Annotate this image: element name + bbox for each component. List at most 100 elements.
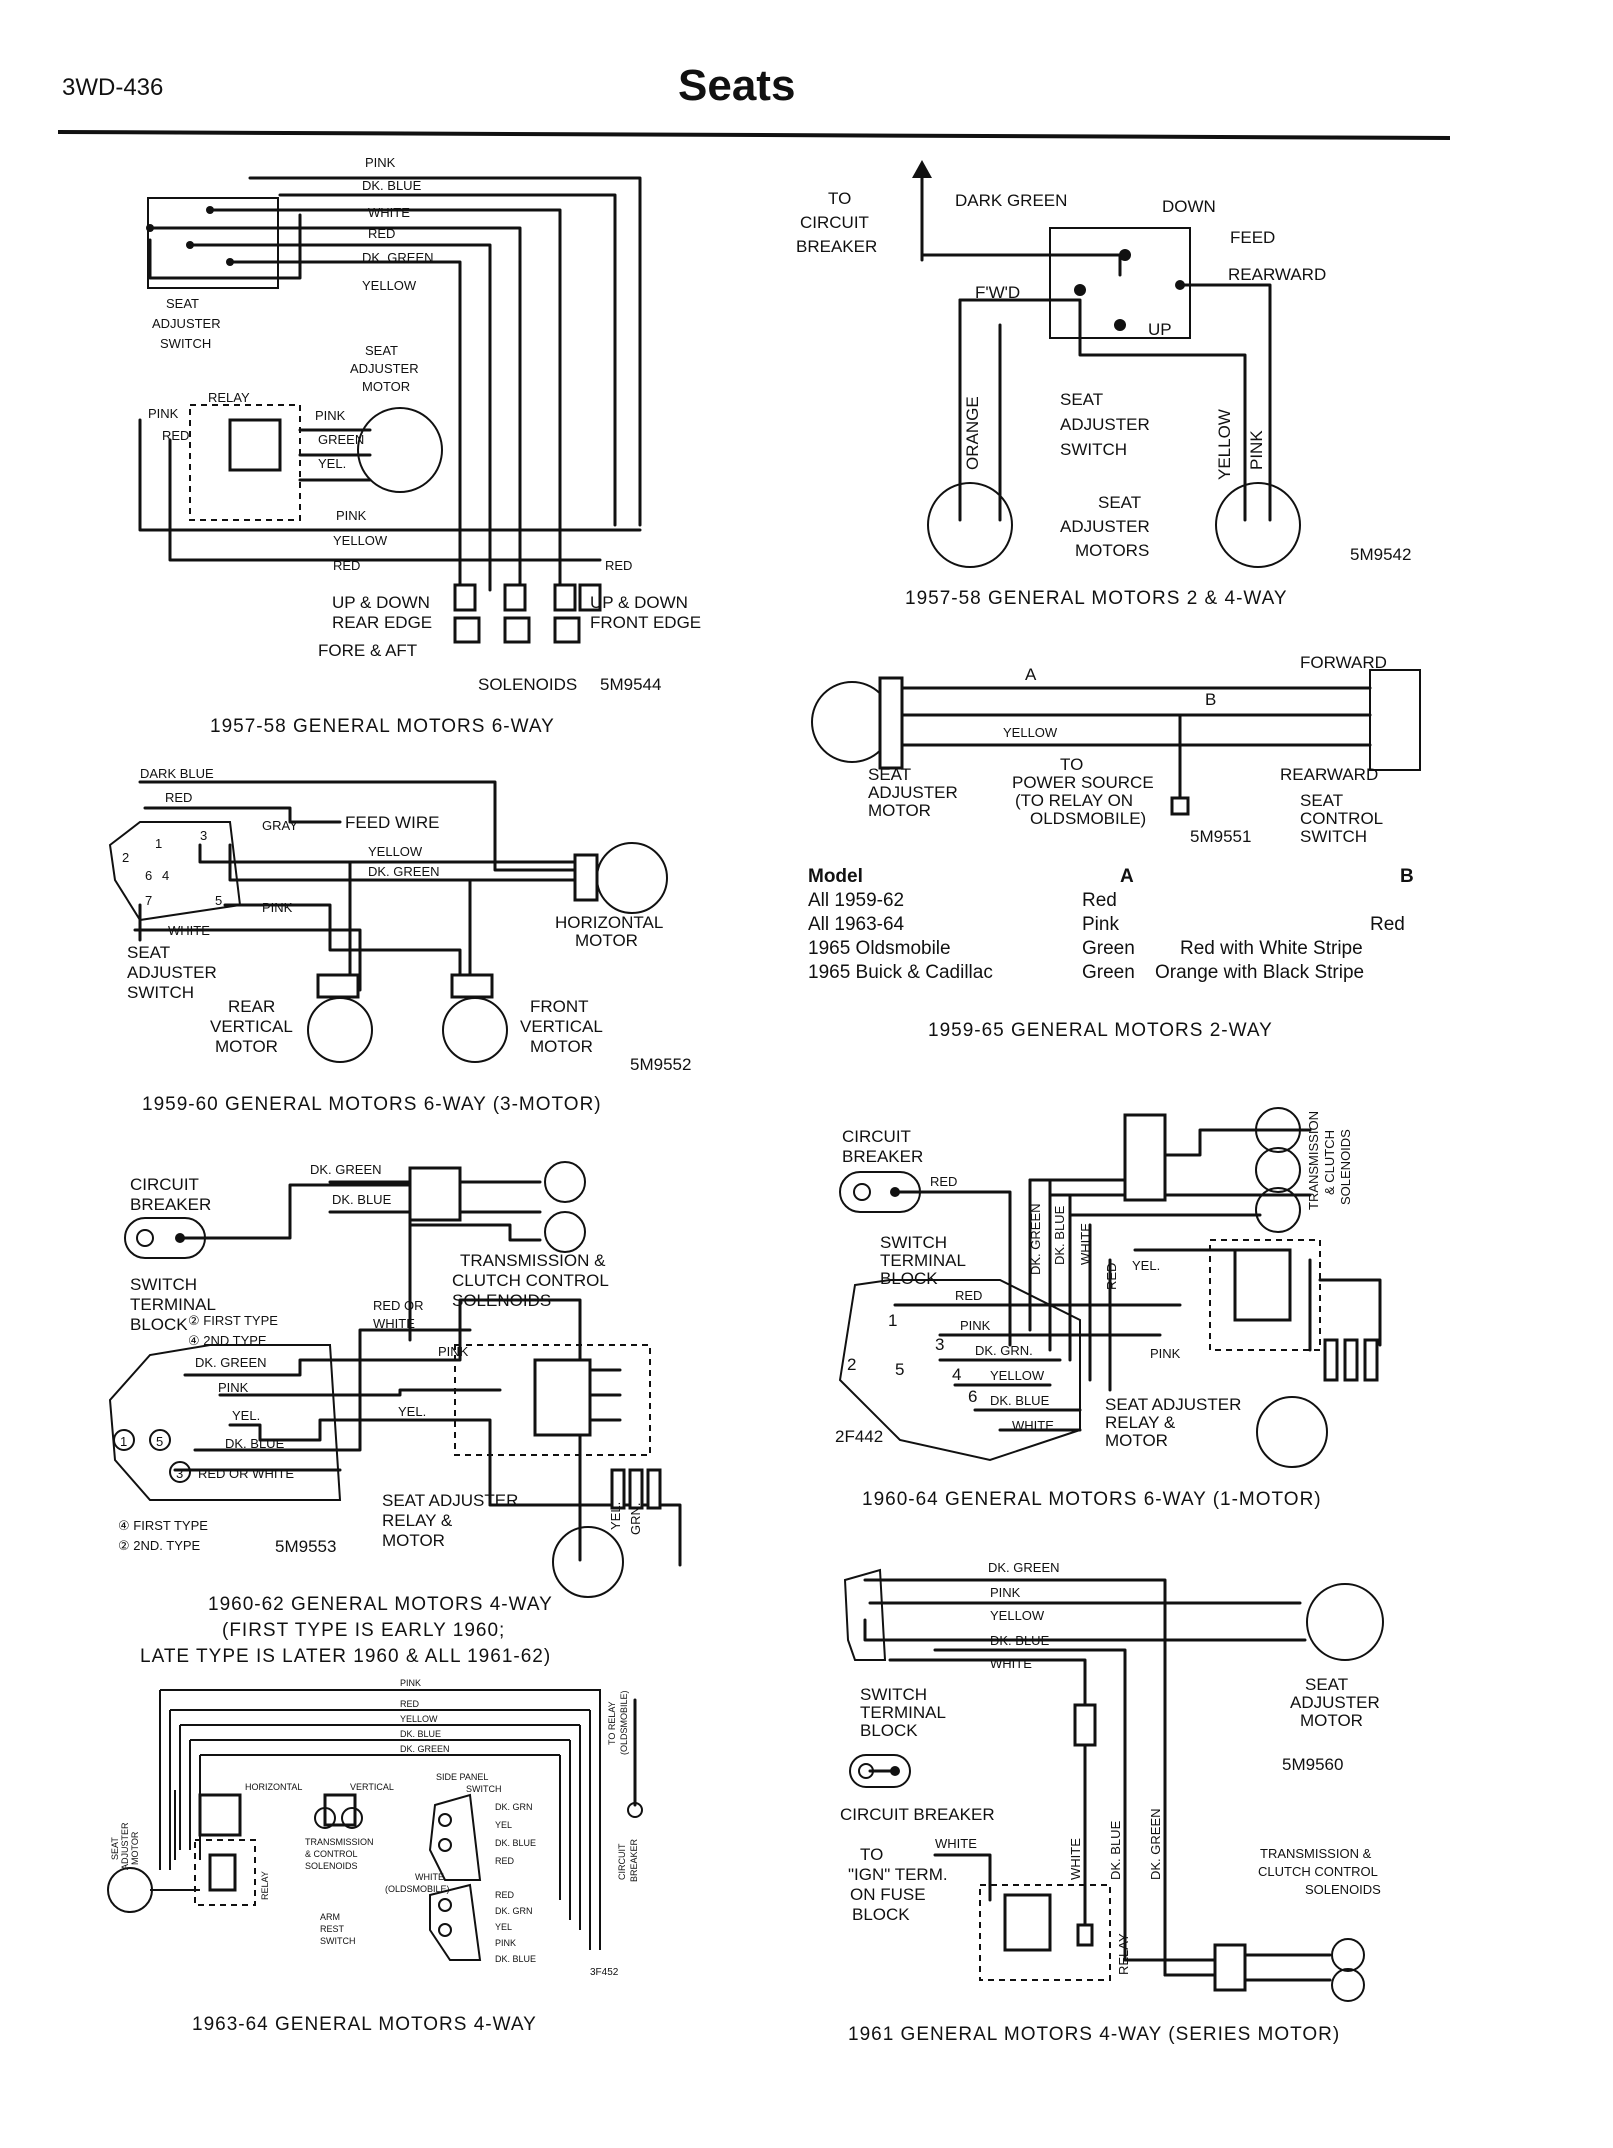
d7-dkgreen: DK. GREEN — [988, 1560, 1060, 1575]
d5-solenoid-block — [1123, 1113, 1167, 1202]
d5-sol-3: SOLENOIDS — [1338, 1129, 1353, 1205]
d8-red3: RED — [495, 1890, 515, 1900]
d3-power-2: POWER SOURCE — [1012, 773, 1154, 792]
d1-wire-red3: RED — [605, 558, 632, 573]
d3-r3-a: Green — [1082, 962, 1135, 983]
d4-gray: GRAY — [262, 818, 298, 833]
d7-dkgreen-v: DK. GREEN — [1148, 1808, 1163, 1880]
diagram-1960-62-4-way: 1 3 5 CIRCUIT BREAKER SWITCH TERMINAL BL… — [108, 1161, 682, 1667]
d1-sol-2: REAR EDGE — [332, 613, 432, 632]
d1-relay-pink2: PINK — [315, 408, 346, 423]
d4-horiz-1: HORIZONTAL — [555, 913, 663, 932]
d4-horiz-motor-icon — [596, 842, 668, 914]
d1-wire-yellow2: YELLOW — [333, 533, 388, 548]
d7-trans-2: CLUTCH CONTROL — [1258, 1864, 1378, 1879]
d8-red: RED — [400, 1699, 420, 1709]
d2-wire-yellow: YELLOW — [1215, 409, 1234, 480]
d1-caption: 1957-58 GENERAL MOTORS 6-WAY — [210, 716, 555, 737]
diagram-1957-58-2-4-way: TO CIRCUIT BREAKER DARK GREEN DOWN FEED … — [796, 160, 1411, 609]
d6-dkblue2: DK. BLUE — [225, 1436, 285, 1451]
d1-switch-1: SEAT — [166, 296, 199, 311]
d7-relay-v: RELAY — [1116, 1933, 1131, 1975]
d3-r3-model: 1965 Buick & Cadillac — [808, 962, 993, 983]
d3-label-a: A — [1025, 665, 1037, 684]
d5-wire-dkgrn: DK. GRN. — [975, 1343, 1033, 1358]
d4-white: WHITE — [168, 923, 210, 938]
d3-switch-3: SWITCH — [1300, 827, 1367, 846]
d7-motor-1: SEAT — [1305, 1675, 1348, 1694]
d3-r2-b: Red with White Stripe — [1180, 938, 1363, 959]
diagram-1963-64-4-way: PINK RED YELLOW DK. BLUE DK. GREEN DK. G… — [107, 1678, 643, 2035]
d2-cb-2: CIRCUIT — [800, 213, 869, 232]
d2-cb-3: BREAKER — [796, 237, 877, 256]
d2-switch-3: SWITCH — [1060, 440, 1127, 459]
d1-relay-green: GREEN — [318, 432, 364, 447]
d5-motor-icon — [1256, 1396, 1328, 1468]
d3-r1-model: All 1963-64 — [808, 914, 905, 935]
d1-sol-3: FORE & AFT — [318, 641, 417, 660]
d6-mw-yel: YEL. — [608, 1502, 623, 1530]
d5-yel: YEL. — [1132, 1258, 1160, 1273]
d6-t3: 3 — [176, 1466, 183, 1481]
d6-cb-2: BREAKER — [130, 1195, 211, 1214]
d5-wire-pink: PINK — [960, 1318, 991, 1333]
d6-yel2: YEL. — [398, 1404, 426, 1419]
d8-dkgrn2: DK. GRN — [495, 1906, 533, 1916]
d1-relay-yel: YEL. — [318, 456, 346, 471]
d1-sol-6: SOLENOIDS — [478, 675, 577, 694]
d8-trans-2: & CONTROL — [305, 1849, 358, 1859]
d8-red2: RED — [495, 1856, 515, 1866]
d3-th-model: Model — [808, 866, 863, 887]
d5-cb-2: BREAKER — [842, 1147, 923, 1166]
page-title: Seats — [678, 61, 795, 110]
d1-wire-yellow: YELLOW — [362, 278, 417, 293]
d8-adjuster: ADJUSTER — [120, 1822, 130, 1870]
d2-motors-2: ADJUSTER — [1060, 517, 1150, 536]
d6-block-2: TERMINAL — [130, 1295, 216, 1314]
d4-red: RED — [165, 790, 192, 805]
d2-wire-orange: ORANGE — [963, 396, 982, 470]
d8-dkgrn: DK. GRN — [495, 1802, 533, 1812]
d5-v-dkblue: DK. BLUE — [1052, 1205, 1067, 1265]
d3-r2-a: Green — [1082, 938, 1135, 959]
d4-caption: 1959-60 GENERAL MOTORS 6-WAY (3-MOTOR) — [142, 1094, 602, 1115]
d8-dkblue: DK. BLUE — [400, 1729, 441, 1739]
d1-motor-3: MOTOR — [362, 379, 410, 394]
d4-t7: 7 — [145, 893, 152, 908]
d8-pink: PINK — [400, 1678, 421, 1688]
d3-power-3: (TO RELAY ON — [1015, 791, 1133, 810]
d6-type-1: ② FIRST TYPE — [188, 1313, 278, 1328]
d2-feed: FEED — [1230, 228, 1275, 247]
d5-sol-1: TRANSMISSION — [1306, 1111, 1321, 1210]
d8-seat: SEAT — [110, 1837, 120, 1860]
d6-caption-3: LATE TYPE IS LATER 1960 & ALL 1961-62) — [140, 1646, 551, 1667]
d7-white2: WHITE — [935, 1836, 977, 1851]
d6-relay-2: RELAY & — [382, 1511, 453, 1530]
d7-code: 5M9560 — [1282, 1755, 1343, 1774]
d1-wire-dkgreen: DK. GREEN — [362, 250, 434, 265]
d3-rearward: REARWARD — [1280, 765, 1378, 784]
d2-motor-right-icon — [1215, 482, 1301, 568]
d3-r3-b: Orange with Black Stripe — [1155, 962, 1364, 983]
d1-switch-2: ADJUSTER — [152, 316, 221, 331]
header-rule — [57, 130, 1451, 140]
page-code: 3WD-436 — [62, 74, 163, 101]
d5-cb-1: CIRCUIT — [842, 1127, 911, 1146]
d1-sol-4: UP & DOWN — [590, 593, 688, 612]
d3-switch-1: SEAT — [1300, 791, 1343, 810]
d5-v-red: RED — [1104, 1263, 1119, 1290]
d7-trans-1: TRANSMISSION & — [1260, 1846, 1372, 1861]
d5-wire-red2: RED — [955, 1288, 982, 1303]
d5-pink: PINK — [1150, 1346, 1181, 1361]
d6-type-4: ② 2ND. TYPE — [118, 1538, 201, 1553]
d7-trans-3: SOLENOIDS — [1305, 1882, 1381, 1897]
d5-v-white: WHITE — [1078, 1223, 1093, 1265]
d1-wire-pink: PINK — [365, 155, 396, 170]
d7-dkblue: DK. BLUE — [990, 1633, 1050, 1648]
d2-arrow-icon — [912, 160, 932, 178]
d7-motor-3: MOTOR — [1300, 1711, 1363, 1730]
d6-dkgreen: DK. GREEN — [310, 1162, 382, 1177]
d1-wire-dkblue: DK. BLUE — [362, 178, 422, 193]
d3-yellow: YELLOW — [1003, 725, 1058, 740]
